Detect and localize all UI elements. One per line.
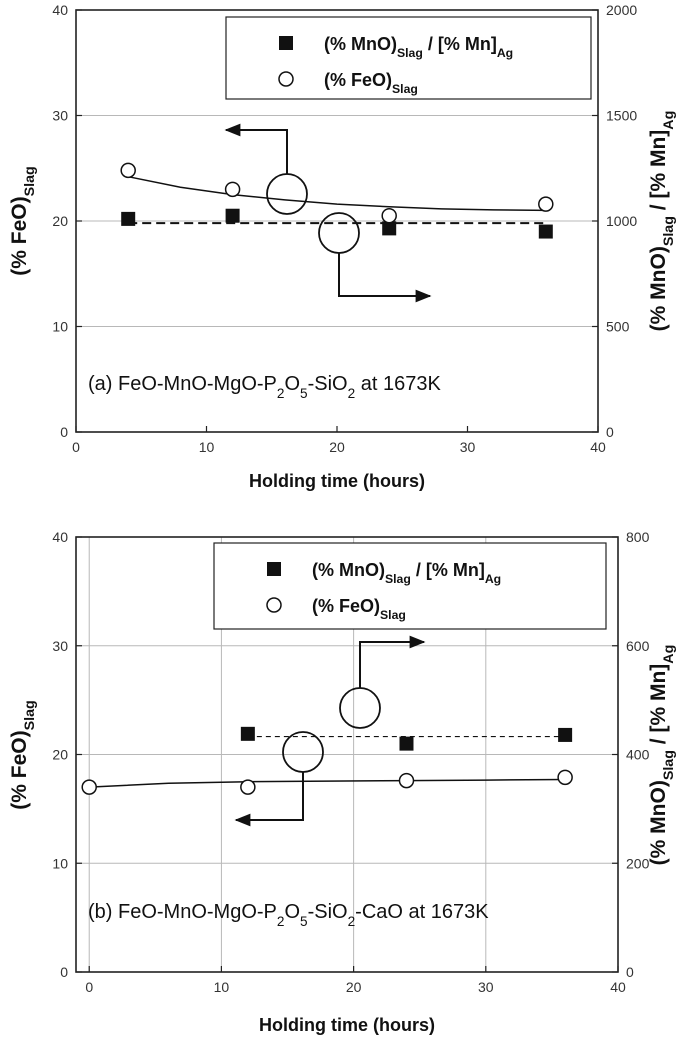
legend: (% MnO)Slag / [% Mn]Ag (% FeO)Slag — [225, 16, 592, 100]
feo-point — [557, 769, 573, 786]
x-tick-label: 20 — [329, 439, 345, 455]
right-axis-arrow — [359, 635, 426, 688]
y-left-tick-label: 40 — [52, 2, 68, 18]
y-right-axis-title: (% MnO)Slag / [% Mn]Ag — [647, 111, 677, 332]
x-tick-label: 0 — [72, 439, 80, 455]
y-left-axis-title: (% FeO)Slag — [8, 166, 38, 275]
legend-label-feo: (% FeO)Slag — [324, 70, 418, 96]
y-left-tick-label: 30 — [52, 638, 68, 654]
y-left-tick-label: 0 — [60, 964, 68, 980]
y-right-tick-label: 600 — [626, 638, 650, 654]
legend-label-feo: (% FeO)Slag — [312, 596, 406, 622]
y-right-tick-label: 400 — [626, 747, 650, 763]
feo-fit-curve — [89, 778, 566, 788]
y-left-tick-label: 30 — [52, 108, 68, 124]
x-tick-label: 0 — [85, 979, 93, 995]
mno-axis-indicator-circle — [318, 212, 360, 254]
feo-axis-indicator-circle — [266, 173, 308, 215]
legend-square-marker — [279, 36, 293, 50]
mno-ratio-point — [558, 727, 573, 742]
left-axis-arrow — [224, 123, 288, 174]
y-right-tick-label: 0 — [626, 964, 634, 980]
legend: (% MnO)Slag / [% Mn]Ag (% FeO)Slag — [213, 542, 607, 630]
legend-square-marker — [267, 562, 281, 576]
legend-label-mno-ratio: (% MnO)Slag / [% Mn]Ag — [312, 560, 501, 586]
x-tick-label: 30 — [478, 979, 494, 995]
y-right-tick-label: 500 — [606, 319, 630, 335]
x-axis-title: Holding time (hours) — [249, 471, 425, 491]
feo-point — [381, 207, 397, 224]
y-right-tick-label: 2000 — [606, 2, 637, 18]
left-axis-arrow — [234, 772, 304, 827]
x-axis-title: Holding time (hours) — [259, 1015, 435, 1035]
y-left-tick-label: 40 — [52, 529, 68, 545]
y-left-axis-title: (% FeO)Slag — [8, 700, 38, 809]
y-right-tick-label: 0 — [606, 424, 614, 440]
mno-ratio-point — [240, 726, 255, 741]
mno-ratio-point — [399, 736, 414, 751]
x-tick-label: 10 — [199, 439, 215, 455]
y-right-tick-label: 1500 — [606, 108, 637, 124]
feo-point — [538, 196, 554, 212]
x-tick-label: 40 — [610, 979, 626, 995]
y-right-tick-label: 1000 — [606, 213, 637, 229]
y-left-tick-label: 20 — [52, 213, 68, 229]
y-right-tick-label: 200 — [626, 855, 650, 871]
legend-box — [213, 542, 607, 630]
mno-ratio-point — [538, 224, 553, 239]
x-tick-label: 20 — [346, 979, 362, 995]
feo-point — [398, 772, 415, 789]
y-left-tick-label: 10 — [52, 319, 68, 335]
legend-circle-marker — [266, 597, 282, 613]
mno-axis-indicator-circle — [339, 687, 381, 729]
y-left-tick-label: 20 — [52, 747, 68, 763]
y-left-tick-label: 10 — [52, 855, 68, 871]
feo-point — [120, 162, 136, 179]
feo-point — [240, 779, 256, 795]
system-annotation: (a) FeO-MnO-MgO-P2O5-SiO2 at 1673K — [88, 373, 441, 401]
mno-ratio-point — [382, 221, 397, 236]
mno-ratio-point — [225, 208, 240, 223]
y-right-axis-title: (% MnO)Slag / [% Mn]Ag — [647, 645, 677, 866]
y-right-tick-label: 800 — [626, 529, 650, 545]
mno-ratio-point — [121, 211, 136, 226]
legend-label-mno-ratio: (% MnO)Slag / [% Mn]Ag — [324, 34, 513, 60]
x-tick-label: 30 — [460, 439, 476, 455]
legend-circle-marker — [278, 71, 294, 87]
y-left-axis-title-text: (% FeO)Slag — [8, 166, 38, 275]
x-tick-label: 10 — [214, 979, 230, 995]
system-annotation: (b) FeO-MnO-MgO-P2O5-SiO2-CaO at 1673K — [88, 901, 489, 929]
y-right-axis-title-text: (% MnO)Slag / [% Mn]Ag — [647, 645, 677, 866]
feo-fit-curve — [128, 175, 546, 212]
x-tick-label: 40 — [590, 439, 606, 455]
y-left-axis-title-text: (% FeO)Slag — [8, 700, 38, 809]
y-right-axis-title-text: (% MnO)Slag / [% Mn]Ag — [647, 111, 677, 332]
feo-point — [224, 181, 241, 198]
right-axis-arrow — [338, 253, 432, 303]
feo-point — [81, 779, 97, 795]
legend-box — [225, 16, 592, 100]
feo-axis-indicator-circle — [282, 731, 324, 773]
y-left-tick-label: 0 — [60, 424, 68, 440]
